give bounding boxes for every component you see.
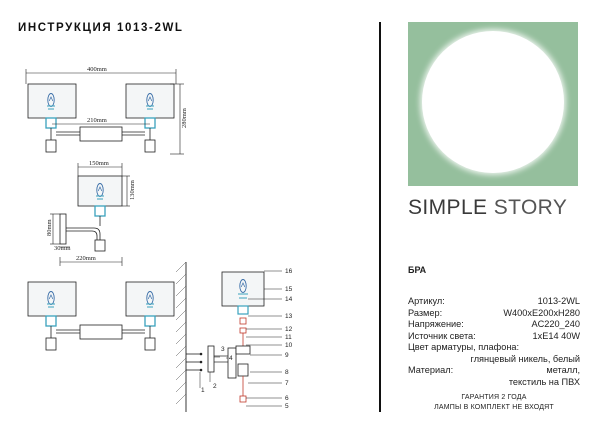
callout-11: 11 <box>285 334 292 341</box>
callout-6: 6 <box>285 395 289 402</box>
instruction-title: ИНСТРУКЦИЯ 1013-2WL <box>18 22 184 34</box>
spec-value: металл, <box>546 365 580 375</box>
callout-8: 8 <box>285 369 289 376</box>
spec-value: 1013-2WL <box>537 296 580 306</box>
spec-key: Напряжение: <box>408 319 464 329</box>
vertical-divider <box>379 22 381 412</box>
spec-row-light-source: Источник света: 1xE14 40W <box>408 331 580 343</box>
callout-2: 2 <box>213 383 217 390</box>
spec-row-voltage: Напряжение: AC220_240 <box>408 319 580 331</box>
dim-height-label: 280mm <box>181 108 188 128</box>
spec-key: Размер: <box>408 307 443 318</box>
dim-shade-width-label: 150mm <box>89 160 109 167</box>
spec-key: Артикул: <box>408 296 445 306</box>
callout-14: 14 <box>285 296 293 303</box>
dim-depth-label: 220mm <box>76 255 96 262</box>
callout-16: 16 <box>285 268 293 275</box>
footer-notes: ГАРАНТИЯ 2 ГОДА ЛАМПЫ В КОМПЛЕКТ НЕ ВХОД… <box>408 393 580 412</box>
spec-value: 1xE14 40W <box>532 330 581 341</box>
callout-15: 15 <box>285 286 293 293</box>
dim-spacing-label: 210mm <box>87 117 107 124</box>
bulbs-note: ЛАМПЫ В КОМПЛЕКТ НЕ ВХОДЯТ <box>434 403 554 411</box>
front-view-plain-drawing <box>27 281 175 351</box>
callout-5: 5 <box>285 403 289 410</box>
callout-9: 9 <box>285 352 289 359</box>
spec-material-value-2: текстиль на ПВХ <box>508 376 580 387</box>
spec-finish-label: Цвет арматуры, плафона: <box>408 342 520 352</box>
spec-row-size: Размер: W400xE200xH280 <box>408 308 580 320</box>
brand-word-simple: SIMPLE <box>408 196 488 219</box>
callout-12: 12 <box>285 326 293 333</box>
assembly-exploded-drawing: 16 15 14 13 12 11 10 9 8 7 6 5 3 4 2 1 <box>175 261 293 412</box>
spec-row-material: Материал: металл, <box>408 365 580 377</box>
callout-4: 4 <box>229 355 233 362</box>
spec-finish-value: глянцевый никель, белый <box>470 353 580 364</box>
front-view-drawing: 400mm 210mm <box>25 66 188 155</box>
warranty-note: ГАРАНТИЯ 2 ГОДА <box>461 394 527 401</box>
brand-name: SIMPLE STORY <box>408 196 580 220</box>
callout-7: 7 <box>285 380 289 387</box>
side-view-drawing: 150mm 130mm 80mm <box>46 160 136 266</box>
product-type: БРА <box>408 265 427 275</box>
spec-row-article: Артикул: 1013-2WL <box>408 296 580 308</box>
spec-value: AC220_240 <box>531 319 580 329</box>
spec-list: Артикул: 1013-2WL Размер: W400xE200xH280… <box>408 296 580 388</box>
technical-drawings: 400mm 210mm <box>25 66 293 412</box>
dim-plate-label: 80mm <box>46 219 53 236</box>
spec-key: Материал: <box>408 365 454 375</box>
spec-key: Источник света: <box>408 330 476 341</box>
spec-value: W400xE200xH280 <box>503 307 580 318</box>
callout-13: 13 <box>285 313 293 320</box>
callout-1: 1 <box>201 387 205 394</box>
callout-10: 10 <box>285 342 293 349</box>
brand-word-story: STORY <box>493 196 568 219</box>
brand-logo-disc <box>422 31 564 173</box>
callout-3: 3 <box>221 346 225 353</box>
dim-shade-height-label: 130mm <box>129 180 136 200</box>
dim-width-label: 400mm <box>87 66 107 73</box>
dim-arm-offset-label: 30mm <box>54 245 71 252</box>
